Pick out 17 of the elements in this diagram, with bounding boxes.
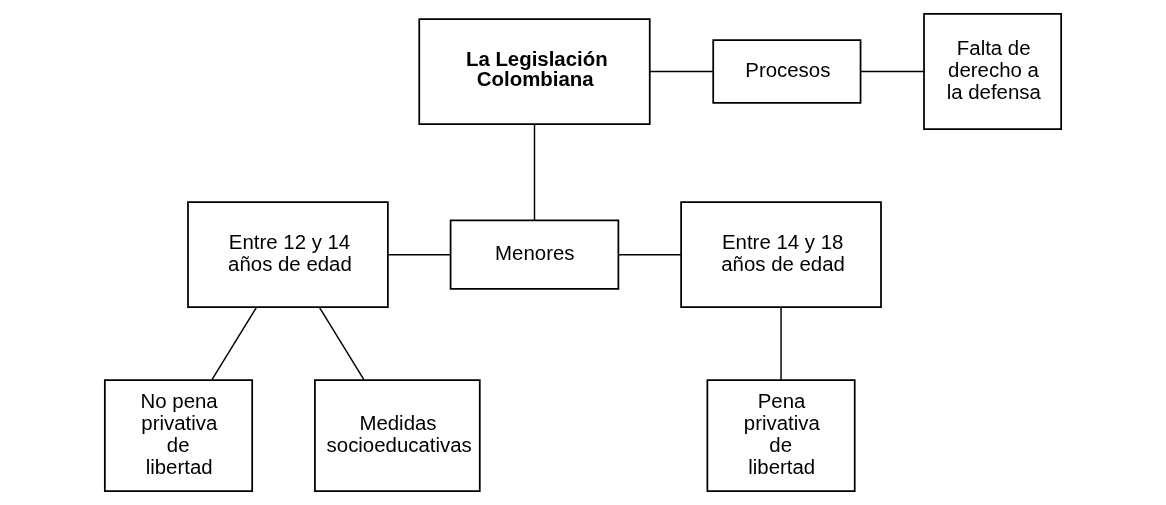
node-box: Medidas socioeducativas	[314, 379, 481, 492]
connector	[318, 306, 365, 381]
connector	[533, 123, 536, 221]
connector	[211, 306, 258, 381]
node-box: Falta de derecho a la defensa	[923, 13, 1063, 131]
connector	[649, 70, 714, 73]
node-box: No pena privativa de libertad	[103, 379, 254, 492]
node-box: Menores	[449, 219, 620, 290]
node-box: Entre 14 y 18 años de edad	[680, 201, 882, 309]
node-box: Procesos	[712, 39, 862, 104]
connector	[618, 253, 682, 256]
connector	[780, 306, 782, 381]
connector	[387, 253, 452, 256]
connector	[860, 70, 925, 73]
node-box: La Legislación Colombiana	[418, 18, 651, 125]
node-box: Pena privativa de libertad	[706, 379, 856, 492]
node-box: Entre 12 y 14 años de edad	[187, 201, 389, 309]
